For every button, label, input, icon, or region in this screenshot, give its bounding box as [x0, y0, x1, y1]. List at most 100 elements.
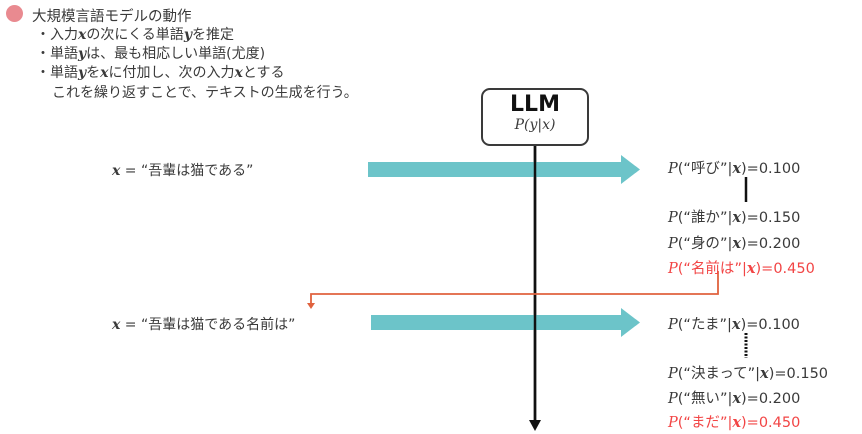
math-var: x	[732, 390, 741, 407]
candidate-prob: P(“誰か”|x)=0.150	[668, 206, 800, 227]
prob-open: (“	[677, 210, 691, 226]
prob-symbol: P	[668, 415, 678, 431]
prob-close: ”|	[734, 261, 747, 277]
math-var: x	[732, 414, 741, 431]
math-var: x	[746, 260, 756, 277]
bullet-text: 入力	[50, 27, 78, 43]
prob-symbol: P	[668, 261, 678, 277]
prob-value: 0.100	[758, 161, 801, 177]
math-var: x	[732, 235, 741, 252]
prob-value: 0.150	[786, 366, 829, 382]
candidate-prob: P(“呼び”|x)=0.100	[668, 157, 800, 178]
bullet-text: の次にくる単語	[86, 27, 184, 43]
prob-close: ”|	[719, 415, 733, 431]
candidate-prob-selected: P(“まだ”|x)=0.450	[668, 411, 800, 432]
prob-symbol: P	[668, 236, 678, 252]
prob-open: (“	[677, 161, 691, 177]
prob-close: ”|	[719, 210, 733, 226]
bullet-line-2: ・単語yは、最も相応しい単語(尤度)	[36, 43, 265, 63]
prob-end: )=	[768, 366, 787, 382]
candidate-token: 呼び	[690, 161, 720, 177]
candidate-prob-selected: P(“名前は”|x)=0.450	[668, 257, 815, 278]
llm-box: LLM P(y|x)	[481, 88, 589, 146]
prob-open: (“	[677, 236, 691, 252]
prob-end: )=	[740, 317, 759, 333]
candidate-token: 無い	[690, 391, 720, 407]
candidate-token: 名前は	[690, 261, 735, 277]
math-var: x	[78, 27, 87, 43]
bullet-text: とする	[242, 65, 285, 81]
math-var: x	[732, 209, 741, 226]
section-heading: 大規模言語モデルの動作	[32, 9, 192, 25]
math-var: x	[112, 163, 121, 179]
bullet-line-1: ・入力xの次にくる単語yを推定	[36, 24, 234, 44]
bullet-text: 単語	[50, 65, 78, 81]
prob-value: 0.450	[773, 261, 815, 277]
llm-formula: P(y|x)	[514, 117, 556, 133]
prob-open: (“	[677, 317, 691, 333]
prob-close: ”|	[719, 317, 732, 333]
section-bullet-dot	[6, 5, 23, 22]
candidate-token: まだ	[690, 415, 720, 431]
prob-value: 0.450	[758, 415, 801, 431]
bullet-marker: ・	[36, 27, 50, 43]
math-var: x	[732, 160, 741, 177]
equals-sign: =	[120, 317, 141, 333]
feedback-arrowhead	[307, 303, 315, 309]
prob-value: 0.100	[758, 317, 800, 333]
prob-end: )=	[755, 261, 774, 277]
bullet-marker: ・	[36, 65, 50, 81]
candidate-token: 身の	[690, 236, 720, 252]
prob-value: 0.200	[758, 236, 801, 252]
prob-open: (“	[677, 261, 691, 277]
bullet-text: に付加し、次の入力	[108, 65, 235, 81]
candidate-prob: P(“無い”|x)=0.200	[668, 387, 800, 408]
prob-symbol: P	[668, 210, 678, 226]
bullet-continuation: これを繰り返すことで、テキストの生成を行う。	[52, 85, 358, 101]
llm-title: LLM	[510, 92, 560, 117]
teal-arrow-2	[371, 308, 640, 337]
prob-symbol: P	[668, 317, 678, 333]
prob-close: ”|	[719, 236, 733, 252]
bullet-marker: ・	[36, 46, 50, 62]
llm-axis-arrowhead	[529, 420, 541, 431]
bullet-text: は、最も相応しい単語(尤度)	[86, 46, 266, 62]
prob-end: )=	[741, 391, 759, 407]
candidate-prob: P(“たま”|x)=0.100	[668, 313, 800, 334]
bullet-text: を推定	[191, 27, 234, 43]
math-var: x	[760, 365, 769, 382]
math-var: y	[183, 27, 192, 43]
prob-end: )=	[741, 161, 759, 177]
equals-sign: =	[120, 163, 141, 179]
teal-arrow-1	[368, 155, 640, 184]
prob-close: ”|	[719, 161, 733, 177]
candidate-prob: P(“決まって”|x)=0.150	[668, 362, 828, 383]
bullet-text: を	[86, 65, 101, 81]
prob-value: 0.200	[758, 391, 801, 407]
input-text: “吾輩は猫である”	[141, 163, 254, 179]
prob-open: (“	[677, 415, 691, 431]
prob-close: ”|	[719, 391, 733, 407]
candidate-token: 誰か	[690, 210, 720, 226]
math-var: y	[78, 65, 87, 81]
math-var: y	[78, 46, 87, 62]
input-label-1: x = “吾輩は猫である”	[112, 160, 253, 180]
math-var: x	[731, 316, 741, 333]
prob-symbol: P	[668, 391, 678, 407]
prob-end: )=	[741, 415, 759, 431]
candidate-token: 決まって	[690, 366, 748, 382]
math-var: x	[112, 317, 121, 333]
bullet-line-3: ・単語yをxに付加し、次の入力xとする	[36, 62, 284, 82]
input-label-2: x = “吾輩は猫である名前は”	[112, 314, 295, 334]
prob-symbol: P	[668, 366, 678, 382]
prob-end: )=	[741, 210, 759, 226]
prob-close: ”|	[747, 366, 761, 382]
candidate-prob: P(“身の”|x)=0.200	[668, 232, 800, 253]
candidate-token: たま	[690, 317, 720, 333]
math-var: x	[100, 65, 109, 81]
feedback-arrow-line	[310, 271, 719, 304]
prob-value: 0.150	[758, 210, 801, 226]
prob-open: (“	[677, 391, 691, 407]
math-var: x	[234, 65, 243, 81]
